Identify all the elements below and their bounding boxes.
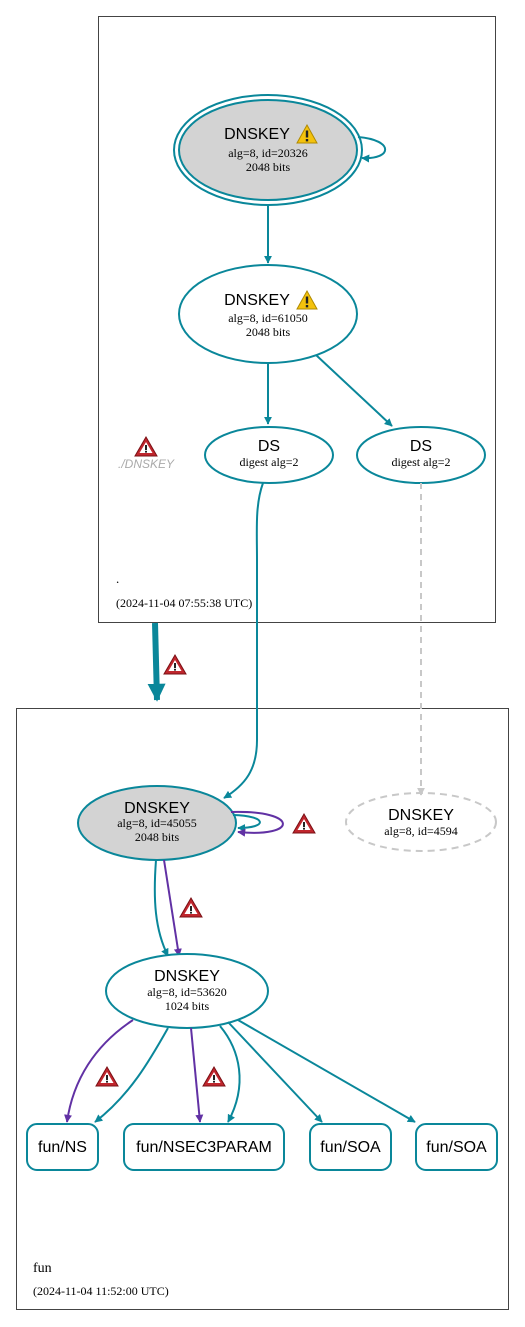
delegation-edge: [147, 622, 166, 702]
error-icon: [292, 813, 316, 834]
fun-ksk-node[interactable]: DNSKEY alg=8, id=45055 2048 bits: [77, 785, 237, 861]
root-dnskey-error-label: ./DNSKEY: [118, 457, 175, 471]
zone-fun-name: fun: [33, 1261, 52, 1276]
edge-zsk-nsec3param-purple: [190, 1027, 204, 1123]
root-ksk-self-edge: [357, 136, 387, 163]
zone-root-timestamp: (2024-11-04 07:55:38 UTC): [116, 596, 252, 610]
root-ksk-line2: 2048 bits: [246, 160, 291, 174]
ds2-line1: digest alg=2: [391, 455, 450, 469]
fun-ksk-self-edge-teal: [232, 814, 261, 832]
rrset-label: fun/SOA: [320, 1139, 381, 1156]
fun-zsk-title: DNSKEY: [154, 968, 220, 985]
error-icon: [179, 897, 203, 918]
error-icon: [134, 436, 158, 457]
root-ksk-title: DNSKEY: [224, 126, 290, 143]
fun-ksk-self-edge-purple: [230, 810, 284, 837]
missing-dnskey-node[interactable]: DNSKEY alg=8, id=4594: [345, 792, 497, 852]
fun-ksk-line2: 2048 bits: [135, 830, 180, 844]
root-zsk-node[interactable]: DNSKEY alg=8, id=61050 2048 bits: [178, 264, 358, 364]
rrset-fun-soa-1[interactable]: fun/SOA: [309, 1123, 392, 1171]
fun-zsk-node[interactable]: DNSKEY alg=8, id=53620 1024 bits: [105, 953, 269, 1029]
ds1-title: DS: [258, 438, 280, 455]
fun-zsk-line1: alg=8, id=53620: [147, 985, 227, 999]
root-ksk-line1: alg=8, id=20326: [228, 146, 308, 160]
error-icon: [163, 654, 187, 675]
ds-node-2[interactable]: DS digest alg=2: [356, 426, 486, 484]
edge-root-zsk-ds2: [315, 354, 393, 427]
rrset-fun-soa-2[interactable]: fun/SOA: [415, 1123, 498, 1171]
ds-node-1[interactable]: DS digest alg=2: [204, 426, 334, 484]
error-icon: [202, 1066, 226, 1087]
edge-zsk-ns-purple: [64, 1019, 134, 1123]
rrset-fun-nsec3param[interactable]: fun/NSEC3PARAM: [123, 1123, 285, 1171]
fun-ksk-title: DNSKEY: [124, 800, 190, 817]
error-icon: [95, 1066, 119, 1087]
edge-zsk-nsec3param-teal: [219, 1025, 241, 1123]
root-zsk-line2: 2048 bits: [246, 325, 291, 339]
ds1-line1: digest alg=2: [239, 455, 298, 469]
edge-fun-ksk-zsk-purple: [163, 859, 182, 957]
rrset-fun-ns[interactable]: fun/NS: [26, 1123, 99, 1171]
rrset-label: fun/SOA: [426, 1139, 487, 1156]
fun-ksk-line1: alg=8, id=45055: [117, 816, 197, 830]
edge-zsk-soa1: [227, 1021, 323, 1123]
root-zsk-title: DNSKEY: [224, 292, 290, 309]
rrset-label: fun/NS: [38, 1139, 87, 1156]
fun-zsk-line2: 1024 bits: [165, 999, 210, 1013]
missing-key-line1: alg=8, id=4594: [384, 824, 458, 838]
edge-ds1-fun-ksk: [223, 482, 264, 799]
root-ksk-node[interactable]: DNSKEY alg=8, id=20326 2048 bits: [173, 94, 363, 206]
zone-root-box: [98, 16, 496, 623]
root-zsk-line1: alg=8, id=61050: [228, 311, 308, 325]
ds2-title: DS: [410, 438, 432, 455]
edge-fun-ksk-zsk-teal: [153, 859, 169, 957]
edge-zsk-ns-teal: [94, 1027, 169, 1123]
rrset-label: fun/NSEC3PARAM: [136, 1139, 272, 1156]
missing-key-title: DNSKEY: [388, 807, 454, 824]
zone-fun-box: [16, 708, 509, 1310]
zone-root-name: .: [116, 571, 119, 586]
edge-zsk-soa2: [237, 1019, 416, 1123]
zone-fun-timestamp: (2024-11-04 11:52:00 UTC): [33, 1284, 169, 1298]
